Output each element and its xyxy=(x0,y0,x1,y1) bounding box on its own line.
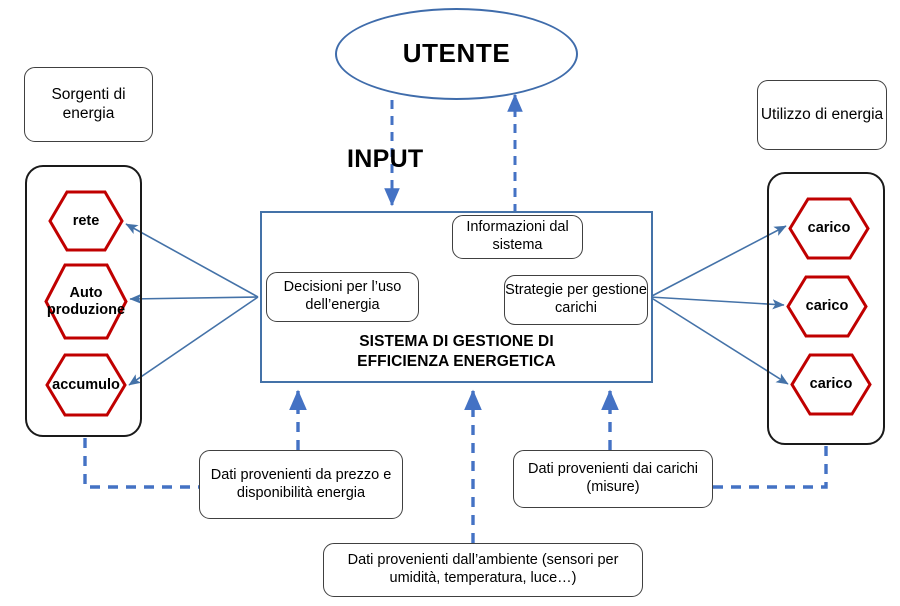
decisioni-label: Decisioni per l’uso dell’energia xyxy=(283,279,402,313)
hexagon-carico-2: carico xyxy=(786,275,868,338)
connector-loads-to-load-data xyxy=(712,446,828,489)
hexagon-shape-icon xyxy=(786,275,868,338)
utente-ellipse: UTENTE xyxy=(335,8,578,100)
loads-header-box: Utilizzo di energia xyxy=(757,80,887,150)
hexagon-shape-icon xyxy=(788,197,870,260)
loads-header-label: Utilizzo di energia xyxy=(760,105,884,123)
system-title-line-1: SISTEMA DI GESTIONE DI xyxy=(359,333,554,350)
system-title-line-2: EFFICIENZA ENERGETICA xyxy=(357,352,556,370)
hexagon-shape-icon xyxy=(48,190,124,252)
input-label: INPUT xyxy=(347,145,424,173)
system-title: SISTEMA DI GESTIONE DI EFFICIENZA ENERGE… xyxy=(260,332,653,372)
utente-label: UTENTE xyxy=(402,38,511,69)
hexagon-accumulo-label: accumulo xyxy=(52,376,120,393)
hexagon-carico-3-label: carico xyxy=(809,376,853,393)
hexagon-carico-1-label: carico xyxy=(807,220,851,237)
sources-header-label: Sorgenti di energia xyxy=(51,85,126,122)
decisioni-box: Decisioni per l’uso dell’energia xyxy=(266,272,419,322)
data-price-availability-box: Dati provenienti da prezzo e disponibili… xyxy=(199,450,403,519)
hexagon-rete: rete xyxy=(48,190,124,252)
hexagon-shape-icon xyxy=(44,263,128,340)
data-environment-box: Dati provenienti dall’ambiente (sensori … xyxy=(323,543,643,597)
hexagon-auto-produzione: Auto produzione xyxy=(44,263,128,340)
strategie-label: Strategie per gestione carichi xyxy=(505,282,647,316)
sources-container xyxy=(25,165,142,437)
hexagon-carico-2-label: carico xyxy=(805,298,849,315)
hexagon-rete-label: rete xyxy=(72,212,100,229)
informazioni-dal-sistema-box: Informazioni dal sistema xyxy=(452,215,583,259)
hexagon-accumulo: accumulo xyxy=(45,353,127,417)
data-environment-label: Dati provenienti dall’ambiente (sensori … xyxy=(347,552,619,586)
hexagon-shape-icon xyxy=(45,353,127,417)
connector-sources-to-price-data xyxy=(83,438,199,489)
data-loads-measures-label: Dati provenienti dai carichi (misure) xyxy=(527,461,699,495)
hexagon-carico-3: carico xyxy=(790,353,872,416)
sources-header-box: Sorgenti di energia xyxy=(24,67,153,142)
hexagon-shape-icon xyxy=(790,353,872,416)
data-price-availability-label: Dati provenienti da prezzo e disponibili… xyxy=(210,466,392,501)
loads-container xyxy=(767,172,885,445)
hexagon-carico-1: carico xyxy=(788,197,870,260)
informazioni-label: Informazioni dal sistema xyxy=(466,219,569,253)
strategie-box: Strategie per gestione carichi xyxy=(504,275,648,325)
hexagon-auto-produzione-label: Auto produzione xyxy=(46,284,126,318)
data-loads-measures-box: Dati provenienti dai carichi (misure) xyxy=(513,450,713,508)
connector-decisions-to-sources xyxy=(125,223,259,386)
